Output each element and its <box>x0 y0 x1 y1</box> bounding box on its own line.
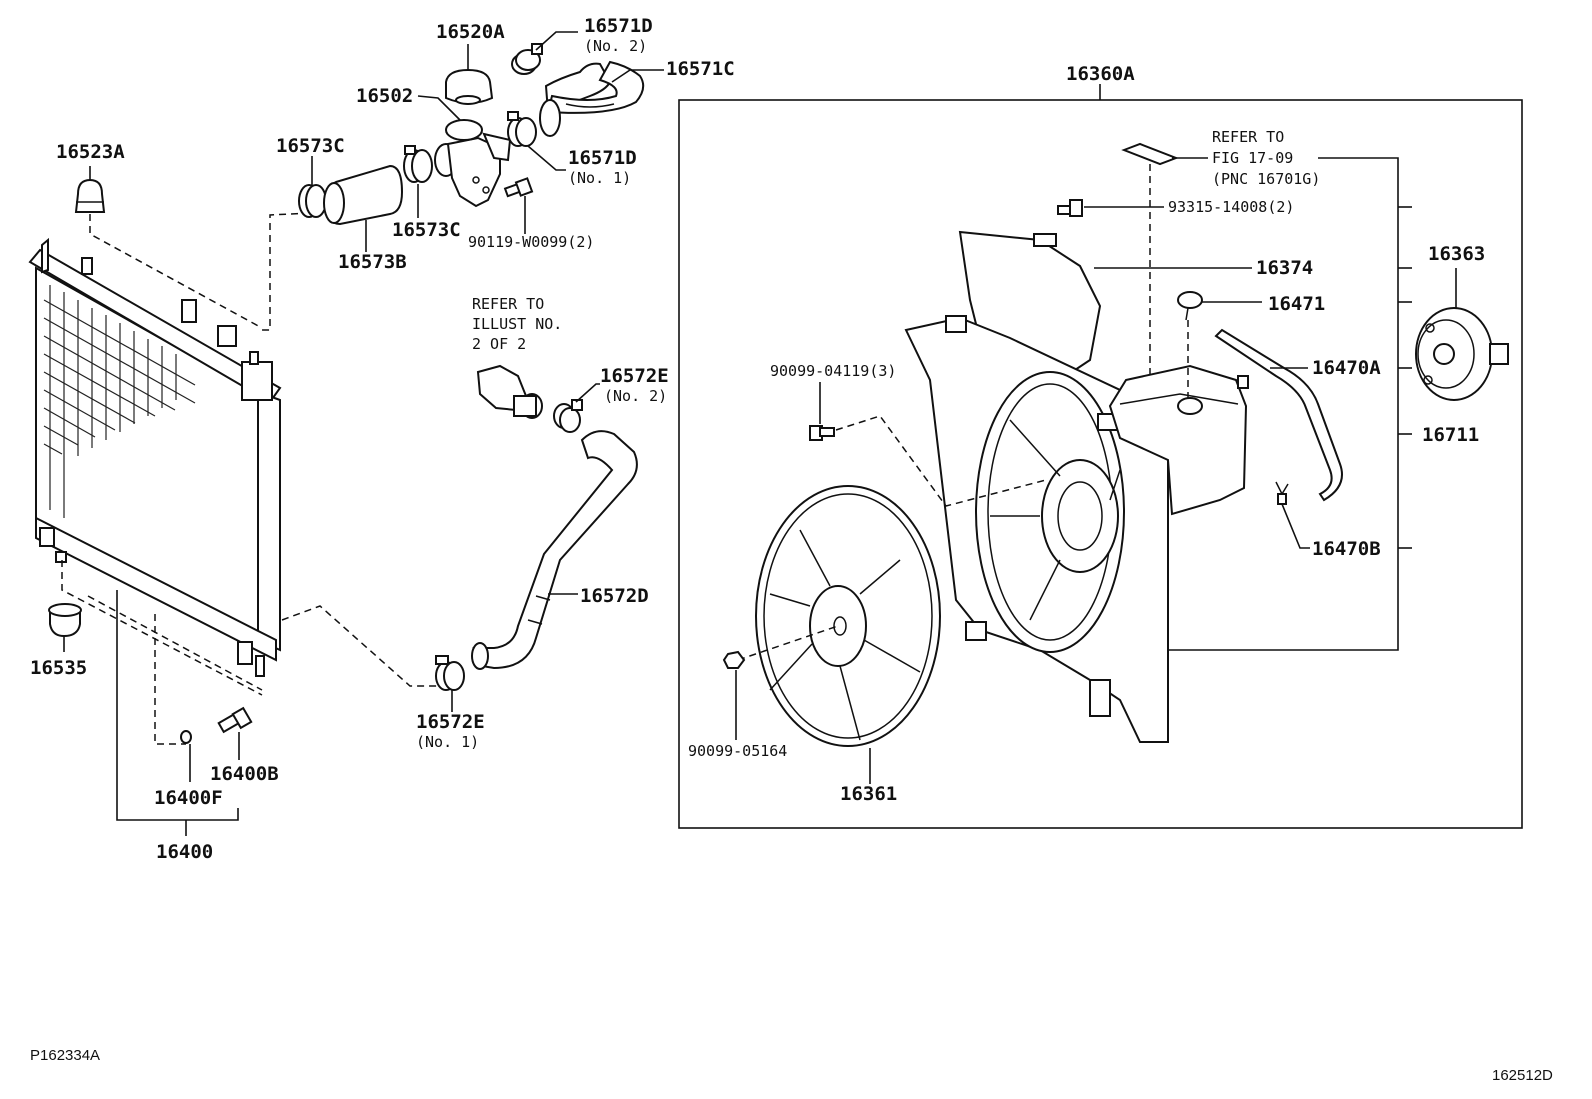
fan-shroud <box>904 230 1169 743</box>
caution-label-sheet <box>1121 142 1179 166</box>
radiator-assembly <box>28 237 282 677</box>
drain-cock-plug <box>217 706 253 734</box>
label-16502: 16502 <box>356 85 413 107</box>
label-16363: 16363 <box>1428 243 1485 265</box>
thermostat-housing-ref <box>476 364 543 419</box>
fan-nut <box>722 650 746 669</box>
radiator-mount-cushion-upper <box>74 178 106 213</box>
fan-motor <box>1415 307 1509 401</box>
label-16573C-right: 16573C <box>392 219 461 241</box>
diagram-code-right: 162512D <box>1492 1067 1553 1084</box>
hose-clamp-right <box>403 145 433 183</box>
label-16572D: 16572D <box>580 585 649 607</box>
label-16571D-no1-sub: (No. 1) <box>568 169 631 187</box>
reservoir-cap <box>1177 291 1203 321</box>
label-16400F: 16400F <box>154 787 223 809</box>
label-16573C-left: 16573C <box>276 135 345 157</box>
label-16471: 16471 <box>1268 293 1325 315</box>
label-16400: 16400 <box>156 841 213 863</box>
bolt-90119 <box>503 177 534 198</box>
refer-fig-line1: REFER TO <box>1212 128 1284 146</box>
refer-illust-line2: ILLUST NO. <box>472 315 562 333</box>
hose-clamp-no2-lower <box>553 399 583 433</box>
refer-illust-line3: 2 OF 2 <box>472 335 526 353</box>
label-16573B: 16573B <box>338 251 407 273</box>
radiator-mount-cushion-lower <box>48 603 82 638</box>
radiator-hose-upper <box>539 60 645 137</box>
refer-fig-line2: FIG 17-09 <box>1212 149 1293 167</box>
shroud-bolt <box>809 425 835 441</box>
bolt-93315 <box>1057 199 1083 217</box>
hose-clamp-no1 <box>507 111 537 147</box>
label-16374: 16374 <box>1256 257 1313 279</box>
label-16470A: 16470A <box>1312 357 1381 379</box>
label-93315-14008: 93315-14008(2) <box>1168 198 1294 216</box>
label-16400B: 16400B <box>210 763 279 785</box>
label-16360A: 16360A <box>1066 63 1135 85</box>
label-16571D-no2: 16571D <box>584 15 653 37</box>
radiator-core-mesh <box>43 285 196 518</box>
cooling-fan <box>755 485 941 747</box>
label-16572E-no1-sub: (No. 1) <box>416 733 479 751</box>
reservoir-tank <box>1108 364 1249 516</box>
label-90099-05164: 90099-05164 <box>688 742 787 760</box>
label-16361: 16361 <box>840 783 897 805</box>
label-16571D-no1: 16571D <box>568 147 637 169</box>
label-16572E-no2: 16572E <box>600 365 669 387</box>
inlet-hose-short <box>323 164 404 226</box>
hose-clamp-left <box>298 184 327 218</box>
water-outlet-housing <box>434 119 512 208</box>
label-16470B: 16470B <box>1312 538 1381 560</box>
drain-cock-o-ring <box>180 730 192 744</box>
radiator-hose-lower <box>471 430 638 670</box>
label-16572E-no1: 16572E <box>416 711 485 733</box>
diagram-code-left: P162334A <box>30 1047 100 1064</box>
label-90099-04119: 90099-04119(3) <box>770 362 896 380</box>
label-16711: 16711 <box>1422 424 1479 446</box>
label-16572E-no2-sub: (No. 2) <box>604 387 667 405</box>
reservoir-hose <box>1214 328 1343 502</box>
hose-clamp-no1-lower <box>435 655 465 691</box>
label-90119-W0099: 90119-W0099(2) <box>468 233 594 251</box>
radiator-cap <box>445 68 494 105</box>
label-16520A: 16520A <box>436 21 505 43</box>
label-16523A: 16523A <box>56 141 125 163</box>
label-16571C: 16571C <box>666 58 735 80</box>
refer-fig-line3: (PNC 16701G) <box>1212 170 1320 188</box>
hose-clip <box>1275 481 1289 505</box>
label-16535: 16535 <box>30 657 87 679</box>
refer-illust-line1: REFER TO <box>472 295 544 313</box>
label-16571D-no2-sub: (No. 2) <box>584 37 647 55</box>
